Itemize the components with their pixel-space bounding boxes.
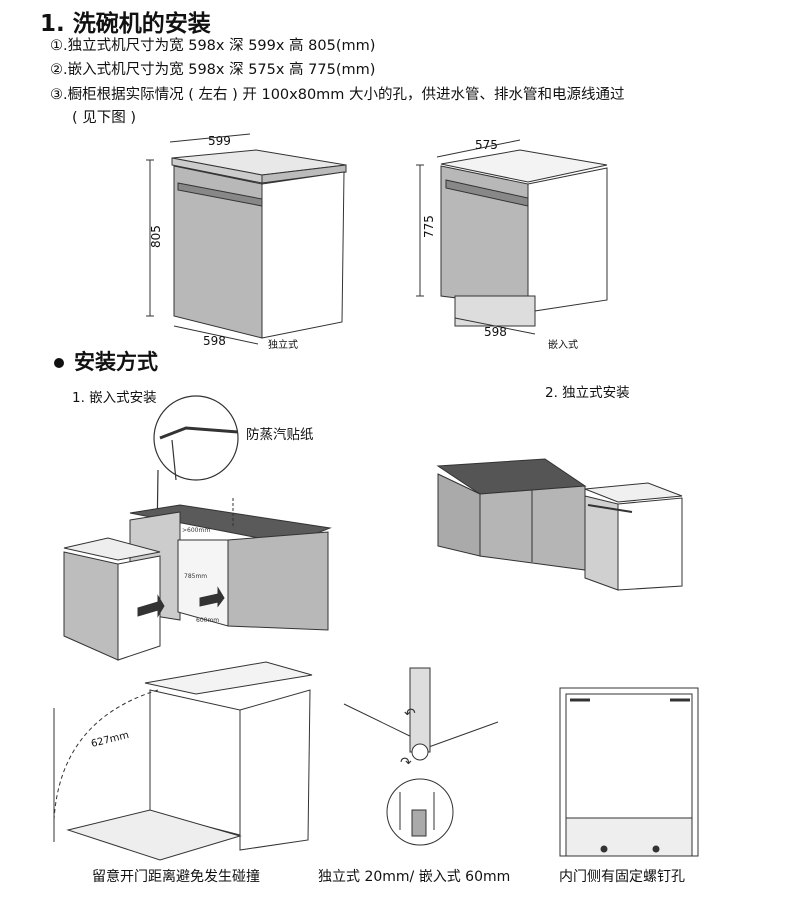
- method-builtin: 1. 嵌入式安装: [72, 390, 157, 406]
- bi-width-bottom: 598: [484, 325, 507, 339]
- section-title-install-methods: 安装方式: [54, 346, 158, 376]
- door-open-scene: [53, 661, 313, 861]
- rotate-arrow-icon: ↶: [404, 706, 416, 722]
- fs-height: 805: [149, 225, 163, 248]
- spec-see-figure: ( 见下图 ): [72, 110, 137, 126]
- builtin-install-scene: [63, 498, 332, 661]
- method-freestanding: 2. 独立式安装: [545, 385, 630, 401]
- dim-gt600: >600mm: [182, 527, 210, 534]
- sticker-detail-zoom: [153, 395, 239, 541]
- fs-width-bottom: 598: [203, 334, 226, 348]
- sticker-label: 防蒸汽贴纸: [246, 427, 314, 443]
- dim-785: 785mm: [184, 573, 207, 580]
- builtin-dishwasher-drawing: [416, 139, 608, 335]
- spec-freestanding: ①.独立式机尺寸为宽 598x 深 599x 高 805(mm): [50, 38, 376, 54]
- spec-builtin: ②.嵌入式机尺寸为宽 598x 深 575x 高 775(mm): [50, 62, 376, 78]
- bullet-icon: [54, 358, 64, 368]
- spec-cabinet-hole: ③.橱柜根据实际情况 ( 左右 ) 开 100x80mm 大小的孔，供进水管、排…: [50, 87, 625, 103]
- caption-screws: 内门侧有固定螺钉孔: [559, 869, 685, 885]
- leg-adjust-scene: [343, 667, 499, 846]
- bi-width-top: 575: [475, 138, 498, 152]
- caption-door: 留意开门距离避免发生碰撞: [92, 869, 260, 885]
- dim-600: 600mm: [196, 617, 219, 624]
- fs-label: 独立式: [268, 338, 298, 351]
- inner-door-screw-scene: [559, 687, 699, 857]
- door-clearance: 627mm: [90, 730, 130, 750]
- bi-label: 嵌入式: [548, 338, 578, 351]
- rotate-arrow-icon-2: ↷: [400, 755, 412, 771]
- freestanding-dishwasher-drawing: [146, 133, 347, 345]
- fs-width-top: 599: [208, 134, 231, 148]
- section-title-installation: 1. 洗碗机的安装: [40, 11, 211, 37]
- caption-legs: 独立式 20mm/ 嵌入式 60mm: [318, 869, 511, 885]
- bi-height: 775: [422, 215, 436, 238]
- freestanding-install-scene: [436, 458, 683, 591]
